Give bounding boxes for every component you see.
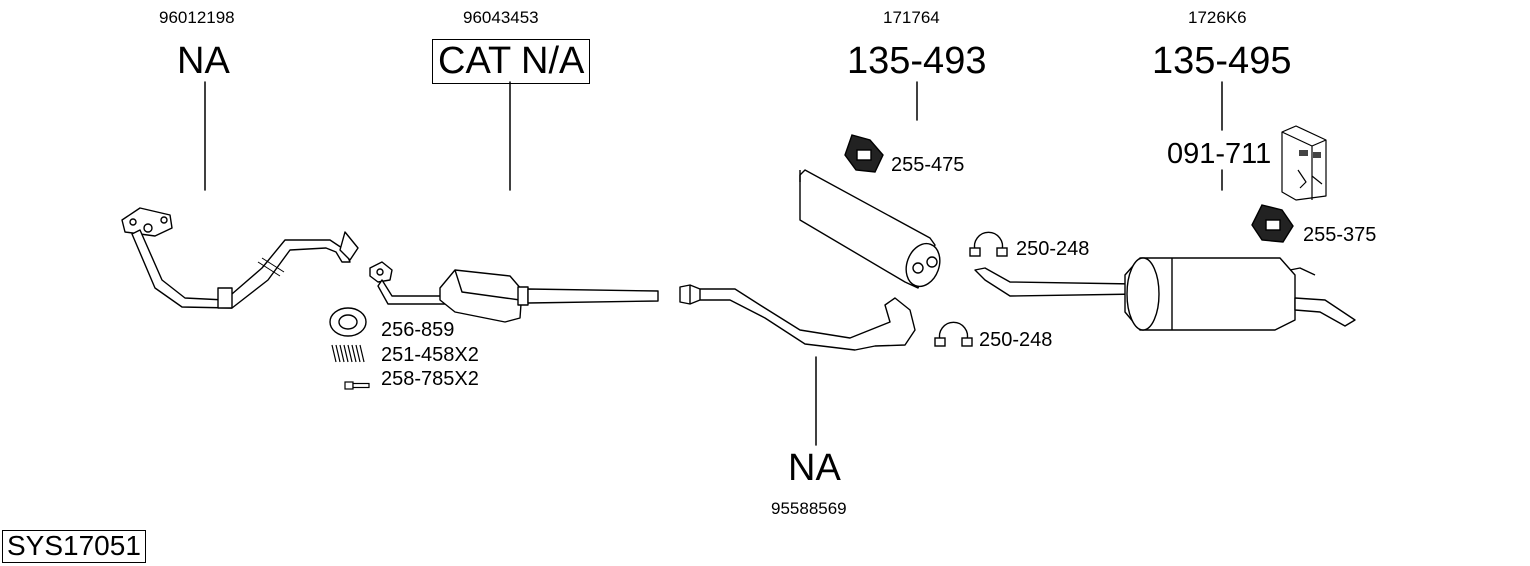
rear-mount-drawing [1251,204,1294,243]
part-label-rear-mount: 255-375 [1303,224,1377,246]
rear-silencer-drawing [974,257,1356,331]
bolt-drawing [344,381,370,390]
intermediate-pipe-drawing [679,284,916,351]
oem-number-rear-silencer: 1726K6 [1188,8,1247,27]
part-label-upper-clamp: 250-248 [1016,238,1090,260]
system-code: SYS17051 [2,530,146,563]
front-silencer-drawing [799,169,941,289]
part-label-bolt: 258-785X2 [381,368,479,390]
spring-drawing [331,344,365,363]
gasket-drawing [329,307,367,337]
ref-intermediate-pipe: NA [788,447,841,489]
part-label-front-mount: 255-475 [891,154,965,176]
part-label-spring: 251-458X2 [381,344,479,366]
oem-number-front-silencer: 171764 [883,8,940,27]
front-mount-drawing [844,134,884,173]
part-label-lower-clamp: 250-248 [979,329,1053,351]
ref-front-pipe: NA [177,40,230,82]
catalyst-drawing [369,261,659,323]
ref-catalyst: CAT N/A [432,39,591,84]
part-label-gasket: 256-859 [381,319,455,341]
fitting-kit-box-drawing [1281,125,1327,201]
oem-number-catalyst: 96043453 [463,8,539,27]
front-pipe-drawing [121,207,359,309]
ref-fitting-kit: 091-711 [1167,138,1272,170]
ref-rear-silencer: 135-495 [1152,40,1292,82]
oem-number-front-pipe: 96012198 [159,8,235,27]
lower-clamp-drawing [934,321,973,347]
oem-number-intermediate-pipe: 95588569 [771,499,847,518]
ref-front-silencer: 135-493 [847,40,987,82]
upper-clamp-drawing [969,231,1008,257]
